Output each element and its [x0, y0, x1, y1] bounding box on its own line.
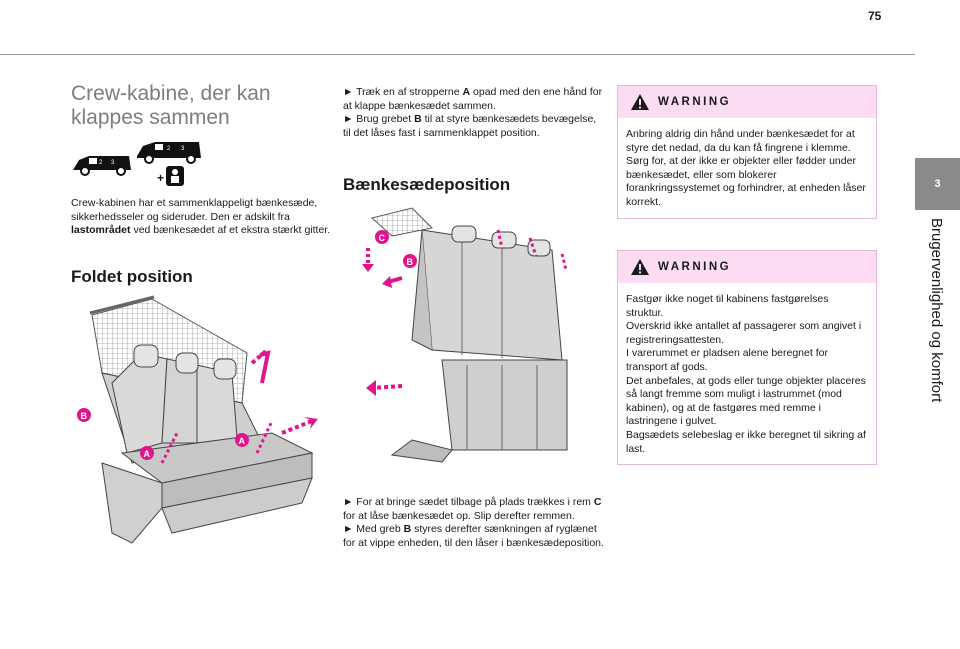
return-steps: ► For at bringe sædet tilbage på plads t… [343, 496, 604, 549]
warning-body: Anbring aldrig din hånd under bænkesædet… [618, 120, 876, 218]
van-icon-side-2: 2 3 [137, 142, 201, 164]
warning-triangle-icon [631, 94, 649, 110]
header-rule [0, 54, 915, 55]
label-a-2: A [239, 436, 246, 446]
warning-box-1: WARNING Anbring aldrig din hånd under bæ… [617, 85, 877, 219]
van-icons: 2 3 2 3 + [73, 142, 201, 186]
folded-seat-illustration: B A A [77, 295, 318, 544]
svg-text:2: 2 [99, 160, 103, 166]
chapter-title: Brugervenlighed og komfort [928, 218, 945, 403]
warning-body: Fastgør ikke noget til kabinens fastgøre… [618, 285, 876, 465]
van-icon-side: 2 3 [73, 156, 131, 176]
label-b: B [81, 411, 88, 421]
svg-text:2: 2 [167, 146, 171, 152]
section-bench-position: Bænkesædeposition [343, 175, 511, 194]
fold-steps: ► Træk en af stropperne A opad med den e… [343, 86, 603, 139]
label-b: B [407, 257, 414, 267]
svg-text:3: 3 [181, 146, 185, 152]
svg-text:3: 3 [111, 160, 115, 166]
warning-header: WARNING [618, 251, 876, 285]
svg-text:+: + [157, 171, 164, 185]
chapter-tab[interactable]: 3 [915, 158, 960, 210]
label-a: A [144, 449, 151, 459]
intro-text: Crew-kabinen har et sammenklappeligt bæn… [71, 197, 331, 237]
seat-plus-icon: + [157, 166, 184, 186]
warning-triangle-icon [631, 259, 649, 275]
page-number: 75 [868, 9, 882, 23]
page-heading: Crew-kabine, der kan klappes sammen [71, 82, 271, 129]
warning-title: WARNING [658, 96, 732, 108]
label-c: C [379, 233, 386, 243]
warning-box-2: WARNING Fastgør ikke noget til kabinens … [617, 250, 877, 466]
warning-title: WARNING [658, 261, 732, 273]
warning-header: WARNING [618, 86, 876, 120]
section-folded-position: Foldet position [71, 267, 193, 286]
bench-position-illustration: C B [362, 207, 568, 463]
